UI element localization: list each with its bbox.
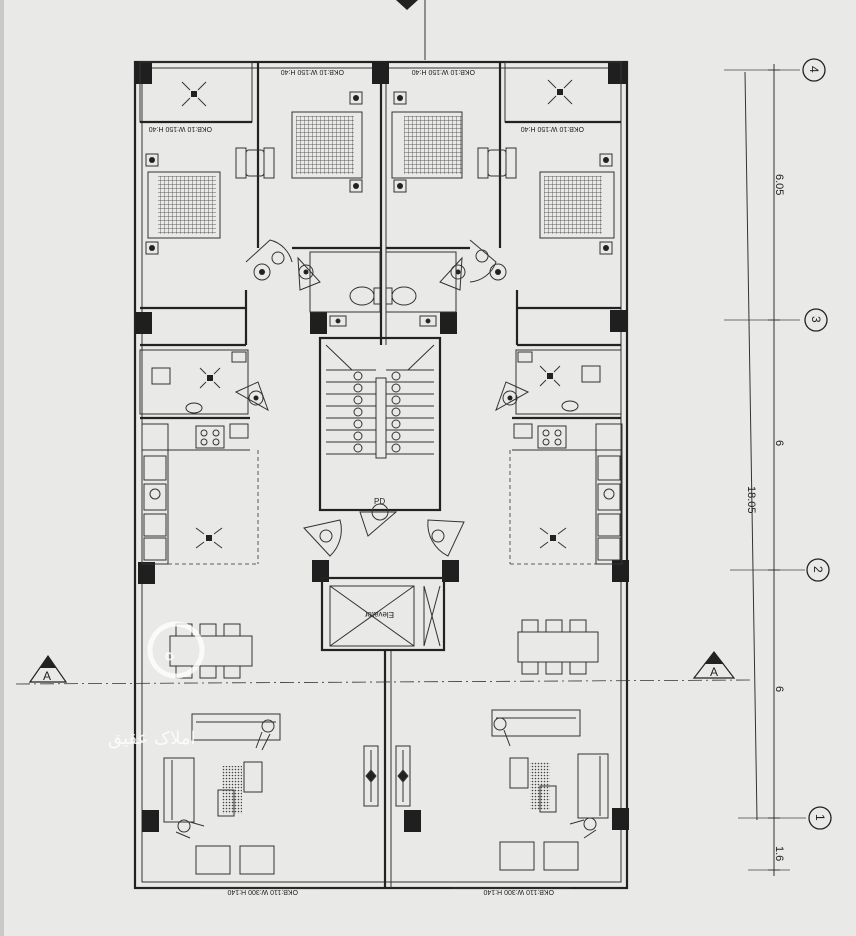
section-mark-right [692,651,736,679]
north-arrow-icon [396,0,426,60]
rug-icon [530,762,550,810]
axis-label-4: 4 [807,66,821,73]
lobby-doors [303,511,465,557]
window-note-top-right: OKB:10 W:150 H:40 [412,68,475,75]
bed-icon [291,91,363,193]
door-stop-icon [248,249,518,406]
elevator-shaft [320,576,446,652]
balcony-doors [363,745,411,807]
axis-label-1: 1 [813,814,827,821]
section-label-left: A [43,669,51,683]
bed-icon [145,153,221,255]
dim-seg-4-3: 6.05 [773,174,785,195]
section-line [15,679,751,685]
person-icon [175,717,597,839]
kitchen-boundaries [168,450,596,565]
kitchen-left [141,423,250,565]
elevator-label: Elevator [364,610,394,619]
bed-icon [391,91,463,193]
stair-lights [353,371,401,453]
axis-bubble [802,58,832,830]
svg-text:ه: ه [164,641,176,666]
window-note-left-bedroom: OKB:10 W:150 H:40 [149,125,212,132]
watermark-logo: ه [147,621,205,679]
watermark-text: املاک عقیق [108,728,196,749]
window-note-bottom-left: OKB:110 W:300 H:140 [227,888,298,895]
kitchen-right [512,423,623,565]
axis-label-3: 3 [809,316,823,323]
section-label-right: A [710,665,718,679]
rug-icon [222,766,242,814]
stair-core [318,336,442,512]
window-note-bottom-right: OKB:110 W:300 H:140 [483,888,554,895]
shower-room [139,349,622,415]
bed-icon [539,153,615,255]
structural-columns [135,62,629,832]
dim-seg-3-2: 6 [773,440,785,446]
dim-seg-2-1: 6 [773,686,785,692]
upper-walls [140,62,621,420]
staircase [325,344,435,459]
dim-seg-1-end: 1.6 [773,846,785,861]
dim-total: 18.05 [745,486,757,514]
window-note-right-bedroom: OKB:10 W:150 H:40 [521,125,584,132]
dimension-lines [744,64,780,876]
desk-chair-icon [235,147,517,179]
pd-label: PD [374,497,385,506]
axis-label-2: 2 [811,566,825,573]
toilet-icon [309,251,457,327]
section-mark-left [28,654,68,683]
window-note-top-left: OKB:10 W:150 H:40 [281,68,344,75]
grid-lines [724,69,806,871]
page-edge [0,0,4,936]
